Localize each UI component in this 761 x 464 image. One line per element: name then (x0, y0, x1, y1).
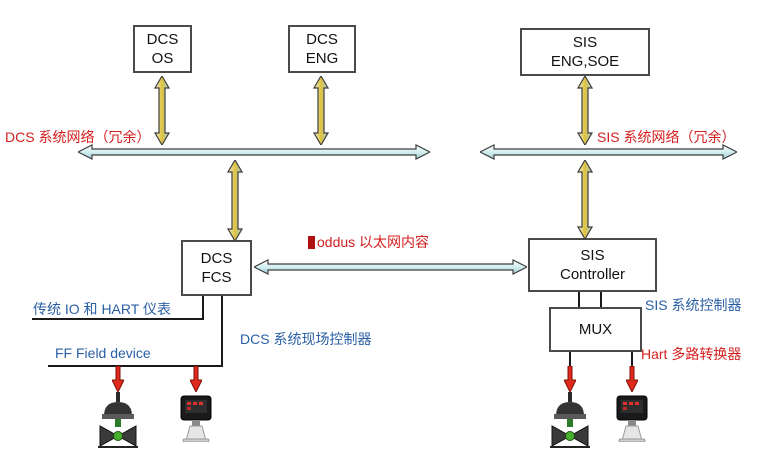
dcs-field-controller-label: DCS 系统现场控制器 (240, 331, 372, 347)
dcs-eng-node: DCS ENG (288, 25, 356, 73)
io-wire-horizontal (32, 318, 204, 320)
sis-mux-wire-left (578, 292, 580, 307)
sis-network-label: SIS 系统网络（冗余） (597, 129, 736, 145)
dcs-os-line1: DCS (146, 30, 179, 48)
sis-eng-drop-cable (577, 76, 593, 145)
modbus-link-cable (254, 259, 527, 275)
dcs-fcs-node: DCS FCS (181, 240, 252, 296)
dcs-os-line2: OS (151, 50, 174, 67)
modbus-ethernet-label: oddus 以太网内容 (308, 232, 429, 252)
hart-multiplexer-label: Hart 多路转换器 (641, 346, 742, 362)
down-arrow-icon (626, 366, 638, 392)
dcs-eng-line2: ENG (305, 50, 339, 67)
ff-field-device-label: FF Field device (55, 345, 151, 361)
ff-wire-vertical (221, 296, 223, 367)
sis-eng-soe-line2: ENG,SOE (550, 53, 620, 70)
down-arrow-icon (564, 366, 576, 392)
dcs-network-label: DCS 系统网络（冗余） (5, 129, 151, 145)
sis-controller-drop-cable (577, 160, 593, 239)
down-arrow-icon (112, 366, 124, 392)
dcs-fcs-drop-cable (227, 160, 243, 241)
sis-eng-soe-line1: SIS (572, 33, 598, 51)
dcs-eng-drop-cable (313, 76, 329, 145)
sis-bus-cable (480, 144, 737, 160)
control-valve-icon (550, 392, 590, 448)
traditional-io-label: 传统 IO 和 HART 仪表 (33, 301, 171, 317)
sis-controller-line2: Controller (559, 266, 626, 283)
dcs-fcs-line1: DCS (200, 249, 233, 267)
transmitter-icon (616, 395, 648, 442)
dcs-os-drop-cable (154, 76, 170, 145)
io-wire-vertical (202, 296, 204, 320)
dcs-bus-cable (78, 144, 430, 160)
sis-controller-line1: SIS (580, 246, 605, 264)
mux-label: MUX (578, 320, 613, 338)
sis-controller-node: SIS Controller (528, 238, 657, 292)
sis-system-controller-label: SIS 系统控制器 (645, 297, 742, 313)
dcs-eng-line1: DCS (306, 30, 338, 48)
mux-transmitter-wire (631, 352, 633, 368)
red-square-marker (308, 236, 315, 249)
dcs-os-node: DCS OS (133, 25, 192, 73)
down-arrow-icon (190, 366, 202, 392)
ff-wire-horizontal (48, 365, 223, 367)
mux-node: MUX (549, 307, 642, 352)
dcs-fcs-line2: FCS (201, 269, 232, 286)
modbus-ethernet-text: oddus 以太网内容 (317, 234, 430, 250)
sis-eng-soe-node: SIS ENG,SOE (520, 28, 650, 76)
transmitter-icon (180, 395, 212, 442)
sis-mux-wire-right (600, 292, 602, 307)
mux-valve-wire (569, 352, 571, 368)
control-valve-icon (98, 392, 138, 448)
